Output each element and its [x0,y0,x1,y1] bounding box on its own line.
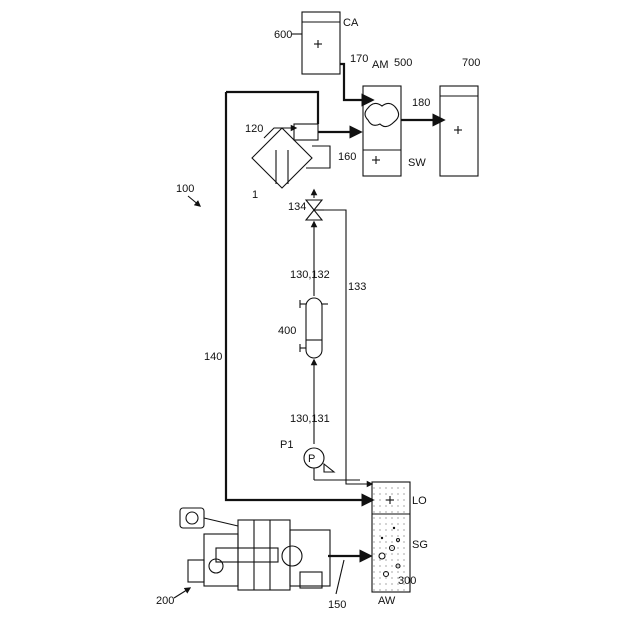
leader-200 [174,588,190,598]
label-pump-p: P [308,453,315,465]
label-140: 140 [204,351,222,363]
label-400: 400 [278,325,296,337]
label-130-131: 130,131 [290,413,330,425]
line-140-top [226,92,318,124]
collection-tank-700 [440,86,478,176]
engine-200 [180,508,330,590]
label-200: 200 [156,595,174,607]
label-300: 300 [398,575,416,587]
leader-150 [336,560,344,594]
label-lo: LO [412,495,427,507]
label-170: 170 [350,53,368,65]
label-180: 180 [412,97,430,109]
label-ca: CA [343,17,359,29]
am-cloud [365,103,399,126]
label-aw: AW [378,595,396,607]
label-700: 700 [462,57,480,69]
label-1: 1 [252,189,258,201]
heat-exchanger-400 [300,298,328,358]
label-600: 600 [274,29,292,41]
label-134: 134 [288,201,306,213]
line-133 [324,210,372,484]
label-sw: SW [408,157,426,169]
line-170 [340,64,372,100]
outlet-box [294,124,318,140]
label-130-132: 130,132 [290,269,330,281]
label-100: 100 [176,183,194,195]
label-120: 120 [245,123,263,135]
label-500: 500 [394,57,412,69]
ca-tank-600 [302,12,340,74]
centrifuge-1 [252,124,330,188]
valve-134 [306,200,324,220]
label-am: AM [372,59,389,71]
leader-100 [188,196,200,206]
label-150: 150 [328,599,346,611]
label-133: 133 [348,281,366,293]
label-sg: SG [412,539,428,551]
label-p1: P1 [280,439,293,451]
label-160: 160 [338,151,356,163]
